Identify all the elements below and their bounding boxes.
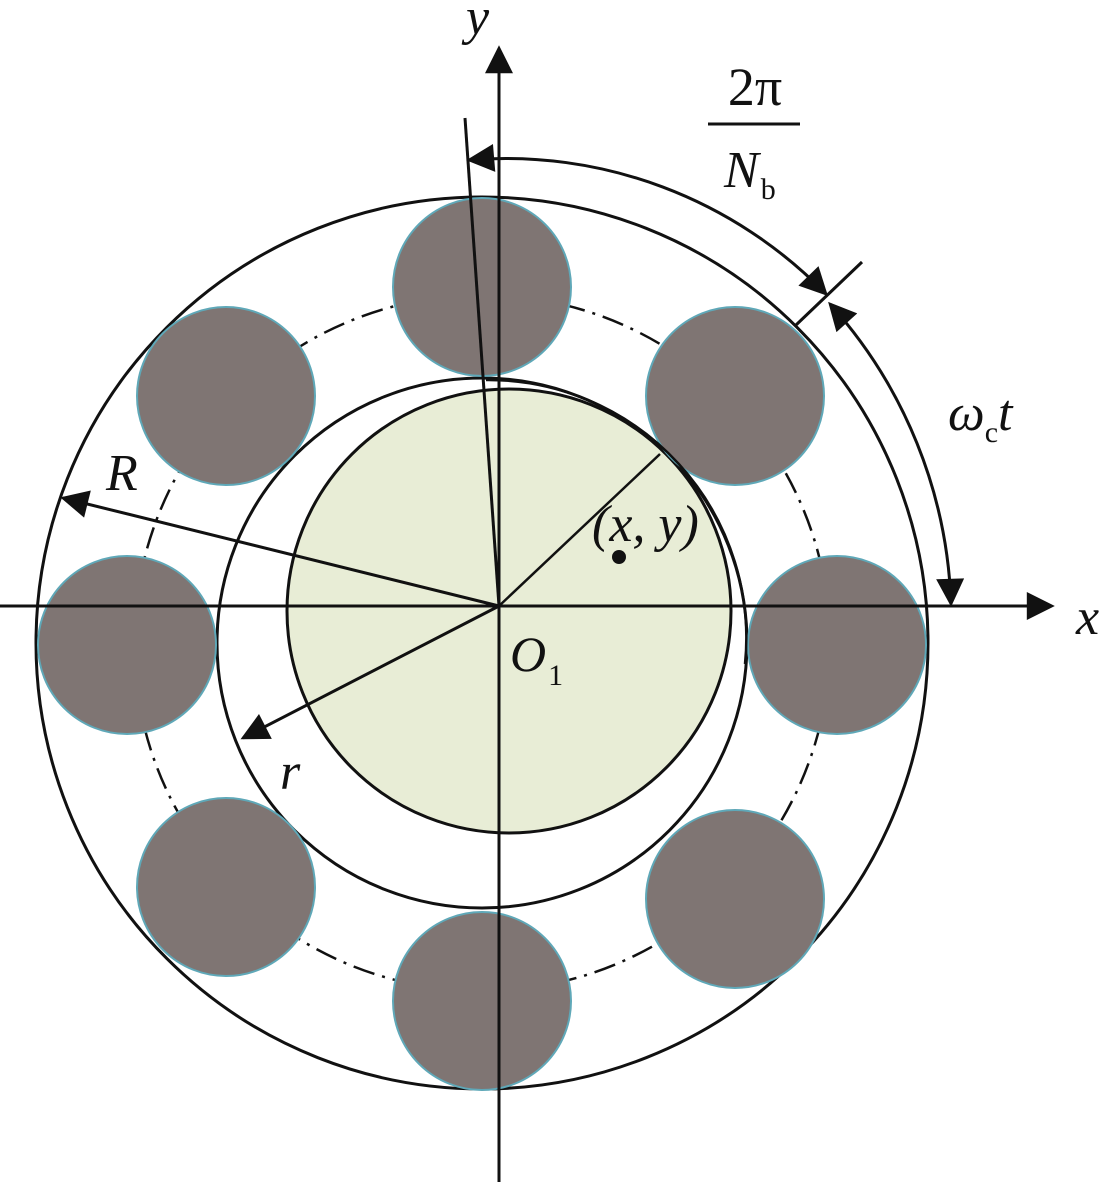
ball-bottom-right <box>645 809 825 989</box>
ball-bottom-left <box>136 797 316 977</box>
ball-right <box>747 555 927 735</box>
origin-subscript: 1 <box>548 659 563 692</box>
origin-label: O1 <box>510 626 563 692</box>
point-dot <box>612 550 626 564</box>
r-label: r <box>280 744 301 801</box>
point-label: (x, y) <box>592 496 699 553</box>
radius-R-line <box>60 490 500 608</box>
pitch-den-main: N <box>723 142 762 199</box>
omega-main: ω <box>948 385 985 442</box>
orbit-arc <box>485 378 748 665</box>
cage-angle-label: ωct <box>948 385 1014 449</box>
ball-top-right <box>645 306 825 486</box>
ball-left <box>37 555 217 735</box>
radius-point-line <box>498 453 661 607</box>
pitch-den-subscript: b <box>761 173 776 206</box>
shaft-disc <box>285 387 733 835</box>
y-axis-label: y <box>461 0 490 46</box>
x-axis-label: x <box>1075 589 1099 646</box>
pitch-angle-arc <box>466 143 828 297</box>
pitch-numerator: 2π <box>728 57 782 117</box>
radius-r-line <box>240 604 500 740</box>
omega-t: t <box>998 385 1014 442</box>
omega-subscript: c <box>985 416 998 449</box>
pitch-denominator: Nb <box>723 142 776 206</box>
ball-top-left <box>136 306 316 486</box>
ball-bottom <box>392 911 572 1091</box>
cage-angle-arc <box>828 301 965 607</box>
origin-main: O <box>510 626 546 682</box>
pitch-tick <box>794 260 864 327</box>
R-label: R <box>105 445 138 502</box>
